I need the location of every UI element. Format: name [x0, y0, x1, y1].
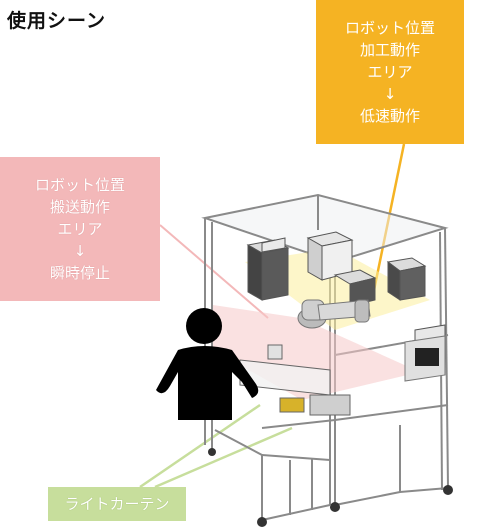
- work-table: [239, 344, 351, 416]
- light-curtain-callout: ライトカーテン: [48, 487, 186, 521]
- casters: [208, 448, 453, 527]
- stop-zone-line-5: 瞬時停止: [49, 264, 110, 282]
- control-panel: [404, 335, 446, 382]
- slow-zone-line-2: 加工動作: [359, 41, 420, 59]
- curtain-leader-line-2: [154, 426, 293, 489]
- operator-person-icon: [156, 308, 259, 420]
- curtain-leader-line-1: [139, 403, 261, 489]
- stop-zone-line-1: ロボット位置: [34, 176, 125, 194]
- slow-zone-area: [245, 248, 430, 330]
- slow-zone-line-1: ロボット位置: [344, 19, 435, 37]
- light-curtain-label: ライトカーテン: [64, 495, 170, 513]
- page-title: 使用シーン: [7, 10, 107, 32]
- slow-zone-arrow: ↓: [383, 85, 397, 103]
- slow-zone-line-3: エリア: [367, 63, 413, 81]
- stop-zone-callout: ロボット位置 搬送動作 エリア ↓ 瞬時停止: [0, 157, 160, 301]
- slow-zone-line-5: 低速動作: [359, 107, 420, 125]
- robot-arm: [297, 299, 371, 329]
- stop-zone-line-2: 搬送動作: [49, 198, 110, 216]
- slow-zone-callout: ロボット位置 加工動作 エリア ↓ 低速動作: [316, 0, 464, 144]
- stop-zone-line-3: エリア: [57, 220, 103, 238]
- stop-zone-arrow: ↓: [73, 242, 87, 260]
- stop-zone-leader-line: [159, 224, 269, 319]
